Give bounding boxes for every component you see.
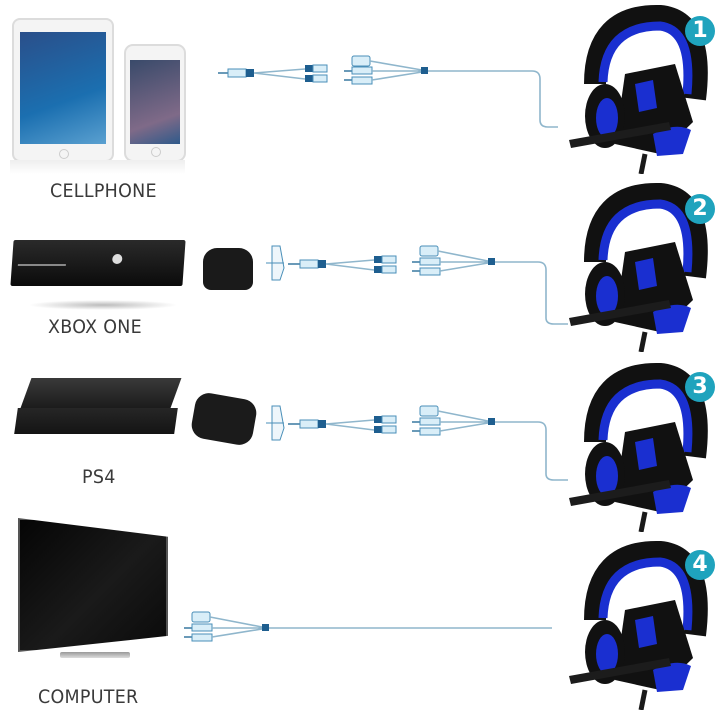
ps4-console-image — [12, 378, 182, 438]
tablet-image — [12, 18, 114, 162]
device-label-ps4: PS4 — [82, 466, 116, 488]
shadow — [28, 300, 178, 310]
headset-image-4 — [565, 540, 715, 715]
xbox-one-console-image — [10, 240, 186, 286]
smartphone-image — [124, 44, 186, 162]
headset-image-3 — [565, 362, 715, 533]
step-badge-3: 3 — [685, 372, 715, 402]
computer-monitor-image — [18, 518, 168, 658]
headset-image-2 — [565, 182, 715, 353]
cable-diagram-1 — [218, 55, 558, 128]
reflection — [10, 160, 185, 174]
cable-diagram-2 — [266, 245, 568, 325]
device-label-cellphone: CELLPHONE — [50, 180, 157, 202]
headset-image-1 — [565, 4, 715, 175]
step-badge-2: 2 — [685, 194, 715, 224]
headset-icon — [569, 182, 708, 353]
xbox-controller-chatpad-image — [203, 248, 253, 290]
headset-icon — [569, 4, 708, 175]
cable-diagram-3 — [266, 405, 568, 481]
headset-icon — [569, 362, 708, 533]
headset-icon — [569, 540, 708, 711]
ps4-controller-chatpad-image — [189, 390, 259, 448]
cable-diagram-4 — [184, 611, 552, 642]
step-badge-4: 4 — [685, 550, 715, 580]
step-badge-1: 1 — [685, 16, 715, 46]
device-label-computer: COMPUTER — [38, 686, 139, 708]
device-label-xbox-one: XBOX ONE — [48, 316, 142, 338]
